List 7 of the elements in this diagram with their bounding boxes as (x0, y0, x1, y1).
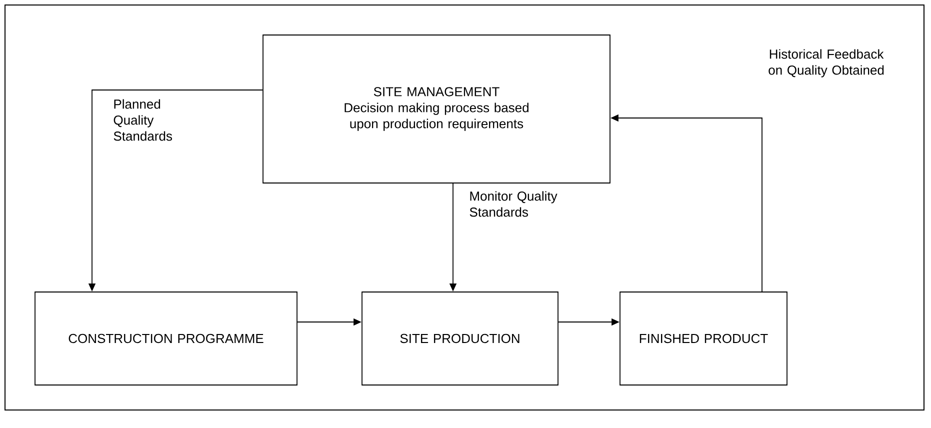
edge-label: Historical Feedback on Quality Obtained (768, 49, 884, 78)
process-box: FINISHED PRODUCT (620, 292, 788, 386)
edge-label: Monitor Quality Standards (470, 191, 558, 217)
process-box: SITE MANAGEMENT Decision making process based upon production requirements (262, 34, 610, 184)
process-box: SITE PRODUCTION (362, 292, 558, 386)
process-box: CONSTRUCTION PROGRAMME (34, 292, 298, 386)
edge-label: Planned Quality Standards (114, 99, 172, 141)
